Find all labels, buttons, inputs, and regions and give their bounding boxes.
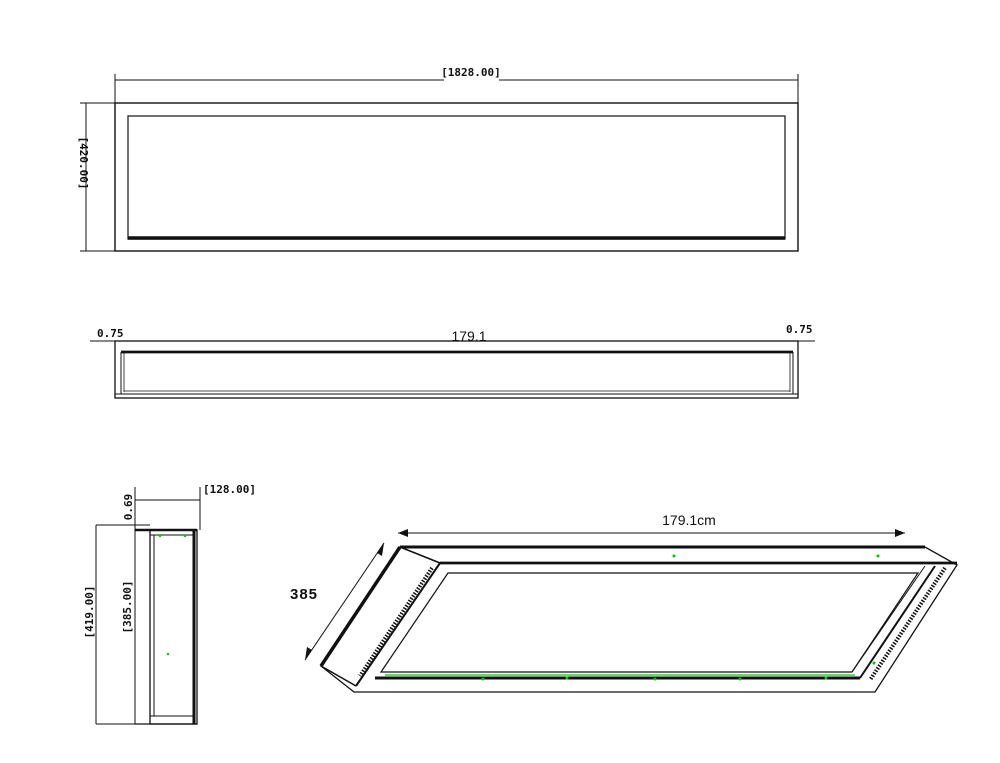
iso-left-edge [319, 546, 402, 667]
side-highlight-mark-2 [183, 534, 187, 538]
iso-highlight-mark-5 [653, 677, 657, 681]
iso-length-label: 179.1cm [662, 512, 716, 528]
iso-inner-right-wall-2 [851, 565, 926, 673]
iso-depth-label: 385 [290, 586, 318, 603]
side-top-offset-label: 0.69 [122, 494, 135, 521]
iso-left-front-edge [355, 562, 441, 687]
front-height-label: [420.00] [77, 137, 90, 190]
side-depth-label: [128.00] [203, 483, 256, 496]
iso-highlight-mark-7 [824, 676, 828, 680]
iso-highlight-mark-8 [872, 661, 876, 665]
front-inner-panel [127, 115, 786, 240]
iso-inner-right-wall [859, 565, 936, 679]
iso-left-vent-strip [358, 566, 434, 678]
iso-depth-arrow-bottom [305, 647, 312, 660]
iso-highlight-mark-6 [738, 677, 742, 681]
iso-highlight-mark-1 [672, 554, 676, 558]
top-right-offset-label: 0.75 [786, 323, 813, 336]
iso-highlight-mark-3 [481, 677, 485, 681]
side-body-outline [149, 529, 198, 725]
iso-view: 179.1cm 385 [290, 512, 958, 693]
iso-bottom-left-cap [320, 665, 357, 687]
iso-inner-opening [379, 572, 920, 673]
top-view: 0.75 179.1 0.75 [90, 323, 815, 399]
top-body-outline [114, 340, 799, 399]
iso-length-arrow-right [895, 529, 905, 537]
top-left-offset-label: 0.75 [97, 327, 124, 340]
iso-length-arrow-left [398, 529, 408, 537]
side-highlight-mark-1 [158, 534, 162, 538]
front-outer-frame [114, 102, 799, 252]
side-overall-height-label: [419.00] [83, 586, 96, 639]
side-highlight-mark-3 [166, 652, 170, 656]
iso-depth-dim-line [304, 542, 385, 661]
iso-highlight-mark-2 [876, 554, 880, 558]
side-inner-height-label: [385.00] [121, 581, 134, 634]
iso-depth-arrow-top [377, 543, 384, 556]
side-view: [128.00] 0.69 [419.00] [385.00] [83, 483, 256, 725]
top-length-label: 179.1 [451, 328, 486, 344]
iso-highlight-mark-4 [565, 676, 569, 680]
front-width-label: [1828.00] [441, 66, 501, 79]
front-view: [1828.00] [420.00] [77, 66, 799, 252]
iso-right-vent-strip [868, 566, 947, 682]
iso-left-cap [399, 546, 441, 564]
